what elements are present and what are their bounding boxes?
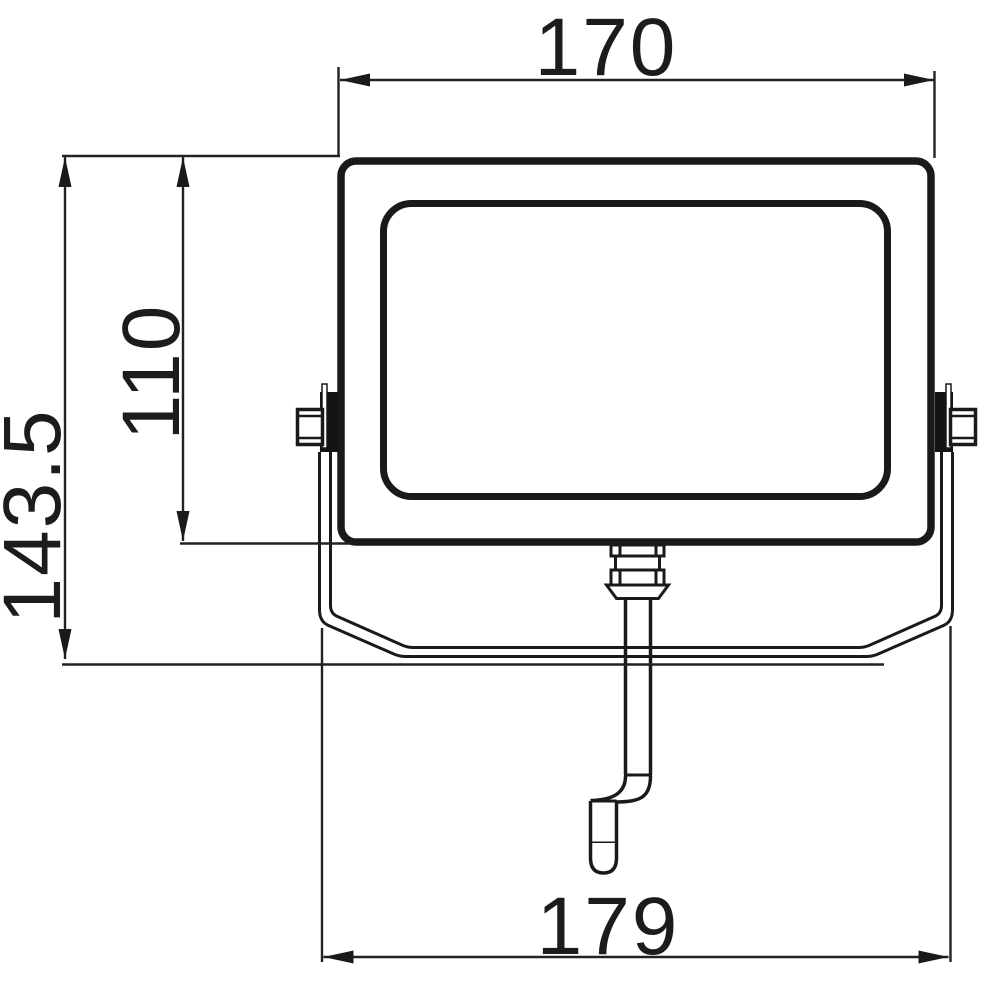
gland-cone bbox=[603, 583, 672, 600]
pivot-knob-right bbox=[935, 383, 978, 452]
dimension-heights bbox=[58, 154, 884, 666]
lens-frame bbox=[380, 200, 891, 500]
lens-frame-outline bbox=[380, 200, 891, 500]
cable-gland bbox=[603, 543, 672, 600]
dimension-label-body-height: 110 bbox=[106, 303, 197, 441]
arrowhead-right bbox=[904, 73, 934, 87]
dimension-bottom-width bbox=[320, 626, 952, 964]
cable-bend-left-edge bbox=[590, 775, 628, 803]
gland-neck bbox=[614, 554, 661, 572]
power-cable bbox=[588, 598, 653, 875]
dimension-top-width bbox=[337, 67, 936, 158]
bracket-outer-edge bbox=[318, 452, 954, 658]
floodlight-body bbox=[337, 157, 935, 546]
dimension-label-bottom-width: 179 bbox=[536, 881, 680, 972]
bracket-inner-edge bbox=[329, 452, 943, 649]
mounting-bracket bbox=[318, 452, 954, 658]
arrowhead-down bbox=[176, 511, 190, 541]
cable-bend-right-edge bbox=[616, 775, 653, 804]
cable-end-cap bbox=[588, 843, 619, 875]
arrowhead-left bbox=[340, 73, 370, 87]
body-outline bbox=[337, 157, 935, 546]
arrowhead-up bbox=[176, 157, 190, 187]
arrowhead-down bbox=[58, 629, 72, 659]
pivot-knob-left bbox=[295, 383, 338, 452]
arrowhead-up bbox=[58, 157, 72, 187]
dimension-label-overall-height: 143.5 bbox=[0, 408, 78, 624]
arrowhead-left bbox=[323, 950, 354, 964]
arrowhead-right bbox=[918, 950, 949, 964]
dimension-label-top-width: 170 bbox=[534, 2, 678, 93]
